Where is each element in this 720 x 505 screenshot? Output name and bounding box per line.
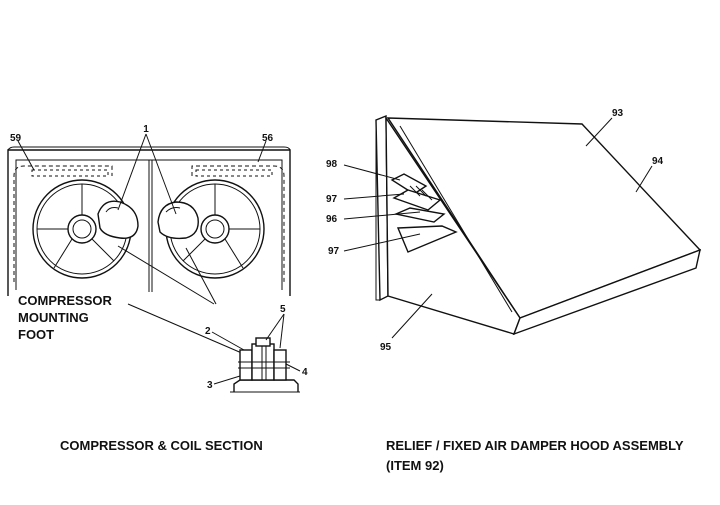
callout-4: 4 bbox=[302, 367, 308, 378]
callout-5: 5 bbox=[280, 304, 286, 315]
callout-3: 3 bbox=[207, 380, 213, 391]
note-line-3: FOOT bbox=[18, 327, 54, 342]
coil-housing-outline bbox=[7, 149, 291, 296]
compressor-coil-section: 1 59 56 2 3 4 5 COMPRESSOR MOUNTING FOOT… bbox=[7, 124, 308, 453]
right-fan bbox=[157, 179, 265, 279]
callout-56: 56 bbox=[262, 133, 274, 144]
callout-94: 94 bbox=[652, 156, 664, 167]
note-line-1: COMPRESSOR bbox=[18, 293, 113, 308]
caption-damper-hood: RELIEF / FIXED AIR DAMPER HOOD ASSEMBLY bbox=[386, 438, 684, 453]
damper-blades bbox=[390, 173, 458, 253]
callout-98: 98 bbox=[326, 159, 338, 170]
callout-95: 95 bbox=[380, 342, 392, 353]
panel-59-outline bbox=[13, 165, 113, 282]
damper-hood-assembly: 93 94 98 97 96 97 95 RELIEF / FIXED AIR … bbox=[326, 108, 702, 473]
callout-59: 59 bbox=[10, 133, 22, 144]
mounting-foot-detail bbox=[230, 337, 300, 393]
callout-97-bottom: 97 bbox=[328, 246, 340, 257]
panel-56-outline bbox=[191, 165, 285, 282]
caption-compressor-coil: COMPRESSOR & COIL SECTION bbox=[60, 438, 263, 453]
caption-item-number: (ITEM 92) bbox=[386, 458, 444, 473]
callout-1: 1 bbox=[143, 124, 149, 135]
callout-2: 2 bbox=[205, 326, 211, 337]
callout-97-top: 97 bbox=[326, 194, 338, 205]
callout-96: 96 bbox=[326, 214, 338, 225]
callout-93: 93 bbox=[612, 108, 624, 119]
left-fan bbox=[32, 179, 139, 279]
note-line-2: MOUNTING bbox=[18, 310, 89, 325]
hood-front-lip bbox=[512, 248, 701, 336]
